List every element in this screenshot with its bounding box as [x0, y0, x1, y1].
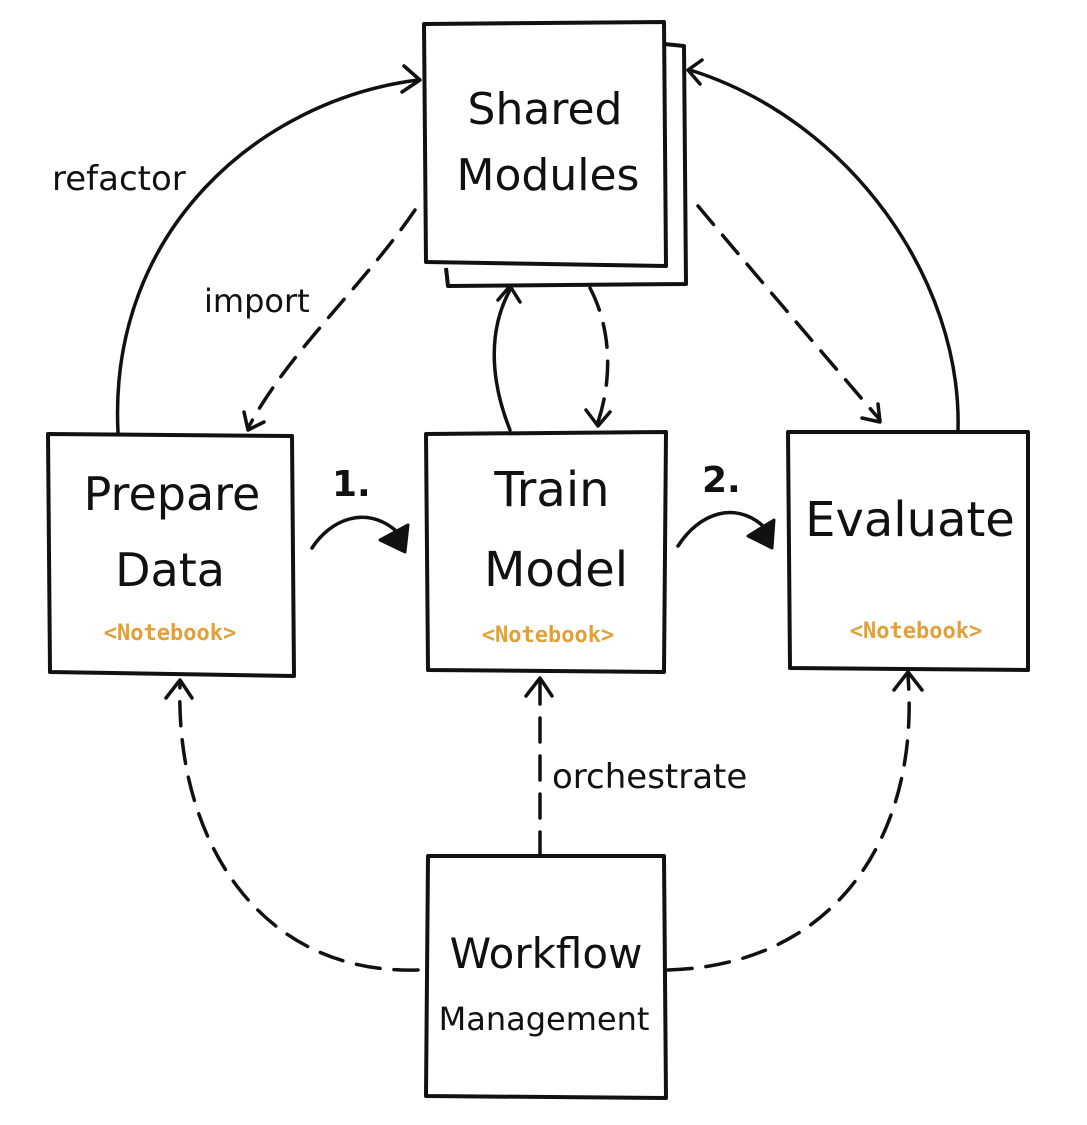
orchestrate-arrow-evaluate	[666, 674, 911, 972]
orchestrate-label: orchestrate	[552, 757, 747, 797]
orchestrate-arrow-prepare	[178, 682, 420, 972]
refactor-arrow-center	[492, 288, 512, 432]
refactor-arrow-left-head	[400, 64, 422, 94]
import-arrow-prepare	[246, 208, 417, 430]
step1-label: 1.	[332, 464, 371, 505]
import-arrow-prepare-head	[242, 410, 266, 432]
step2-arrow-head	[746, 518, 776, 550]
import-label: import	[204, 282, 310, 320]
train-model-title-line2: Model	[484, 542, 628, 598]
prepare-data-title-line1: Prepare	[84, 467, 261, 521]
import-arrow-evaluate	[696, 204, 882, 422]
refactor-arrow-left	[115, 78, 420, 434]
prepare-data-title-line2: Data	[115, 543, 225, 597]
evaluate-box	[786, 430, 1030, 672]
evaluate-node: Evaluate <Notebook>	[786, 430, 1030, 672]
shared-modules-title-line2: Modules	[457, 150, 640, 201]
workflow-management-box	[424, 854, 668, 1100]
refactor-arrow-right	[688, 68, 960, 432]
step2-arrow	[676, 510, 764, 548]
shared-modules-box	[422, 20, 668, 268]
evaluate-title: Evaluate	[805, 492, 1015, 548]
train-model-node: Train Model <Notebook>	[424, 430, 668, 674]
workflow-management-title-line1: Workflow	[450, 929, 643, 978]
orchestrate-arrow-evaluate-head	[892, 670, 924, 692]
train-model-title-line1: Train	[493, 462, 609, 518]
refactor-label: refactor	[52, 159, 186, 199]
orchestrate-arrow-prepare-head	[164, 678, 194, 700]
orchestrate-arrow-train-head	[524, 676, 554, 698]
workflow-management-node: Workflow Management	[424, 854, 668, 1100]
shared-modules-title-line1: Shared	[468, 84, 623, 135]
evaluate-tag: <Notebook>	[850, 619, 982, 644]
prepare-data-tag: <Notebook>	[104, 621, 236, 646]
step1-arrow	[310, 515, 397, 550]
import-arrow-train-head	[584, 408, 612, 428]
step1-arrow-head	[378, 523, 410, 554]
import-arrow-evaluate-head	[860, 402, 882, 424]
train-model-tag: <Notebook>	[482, 623, 614, 648]
shared-modules-node: Shared Modules	[422, 20, 688, 288]
prepare-data-box	[46, 432, 296, 678]
workflow-management-title-line2: Management	[439, 1000, 650, 1038]
step2-label: 2.	[702, 460, 741, 501]
train-model-box	[424, 430, 668, 674]
prepare-data-node: Prepare Data <Notebook>	[46, 432, 296, 678]
import-arrow-train	[588, 286, 610, 424]
refactor-arrow-right-head	[686, 58, 704, 86]
